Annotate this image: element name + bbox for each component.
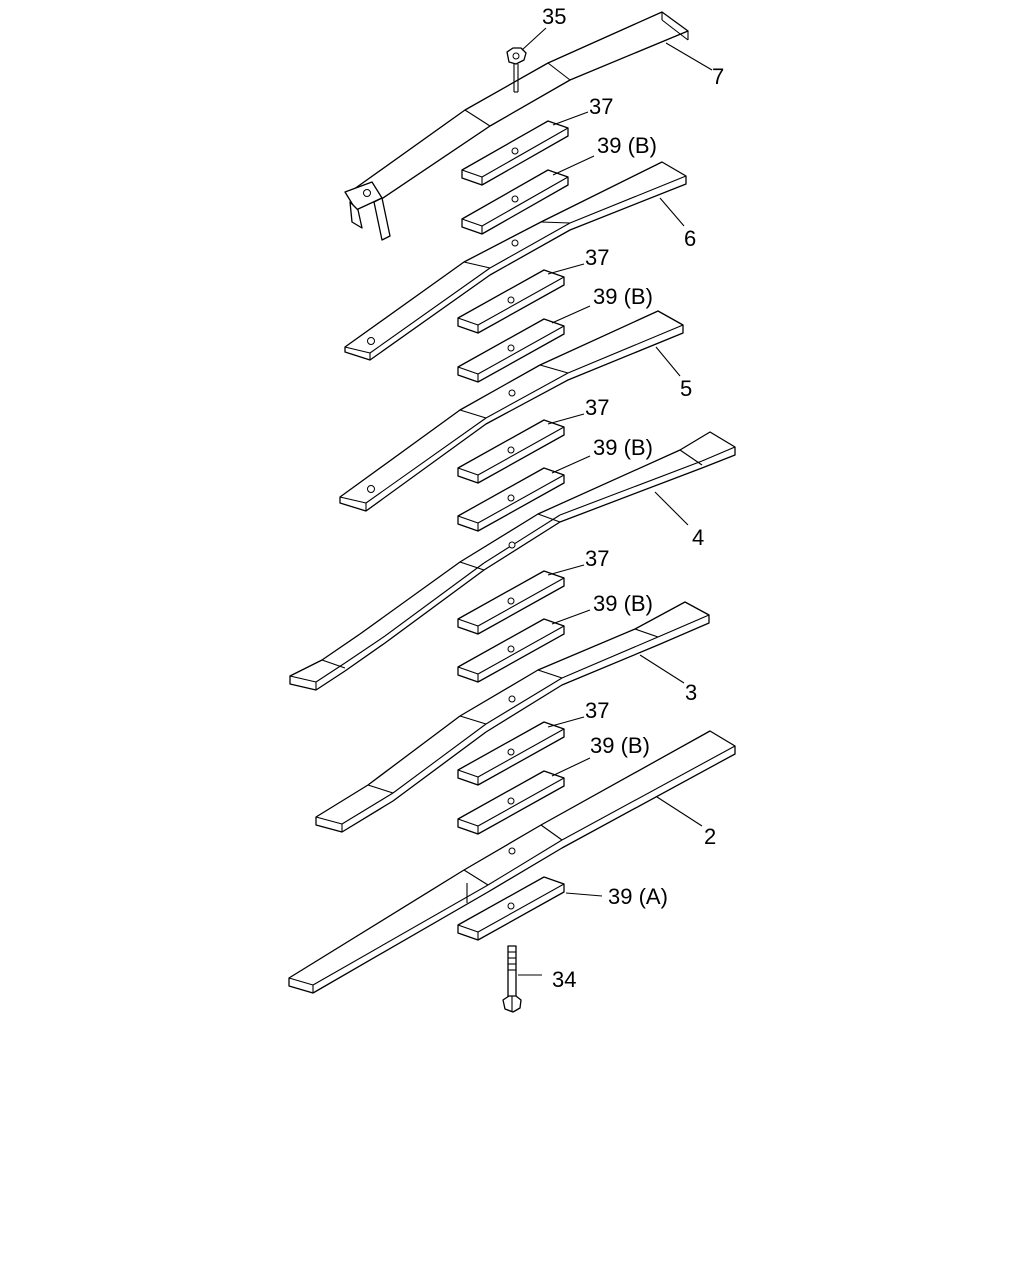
pad-37-e: [457, 721, 565, 786]
callout-4: 4: [692, 525, 704, 550]
spring-leaf-6: [344, 161, 687, 361]
callout-34: 34: [552, 967, 576, 992]
callout-3: 3: [685, 680, 697, 705]
callout-39b-d: 39 (B): [593, 591, 653, 616]
callout-39b-e: 39 (B): [590, 733, 650, 758]
pad-37-a: [461, 120, 569, 186]
pad-37-b: [457, 269, 565, 334]
callout-2: 2: [704, 824, 716, 849]
pad-39b-a: [461, 169, 569, 235]
callout-37-d: 37: [585, 546, 609, 571]
pad-39a: [457, 876, 565, 941]
callout-35: 35: [542, 4, 566, 29]
pad-37-d: [457, 570, 565, 635]
callout-37-e: 37: [585, 698, 609, 723]
callout-5: 5: [680, 376, 692, 401]
callout-39a: 39 (A): [608, 884, 668, 909]
pad-39b-b: [457, 318, 565, 383]
nut-35: [506, 47, 527, 93]
callout-39b-b: 39 (B): [593, 284, 653, 309]
pad-37-c: [457, 419, 565, 484]
callout-39b-c: 39 (B): [593, 435, 653, 460]
center-bolt-34: [502, 945, 522, 1013]
callout-39b-a: 39 (B): [597, 133, 657, 158]
pad-39b-d: [457, 618, 565, 683]
leader-lines: [518, 27, 713, 976]
callout-37-b: 37: [585, 245, 609, 270]
spring-leaf-5: [339, 310, 684, 512]
spring-leaf-7: [344, 11, 689, 241]
pad-39b-e: [457, 770, 565, 835]
spring-leaf-4: [289, 431, 736, 691]
callout-7: 7: [712, 64, 724, 89]
pad-39b-c: [457, 467, 565, 532]
spring-leaf-3: [315, 601, 710, 833]
spring-leaf-2: [288, 730, 736, 994]
callout-37-a: 37: [589, 94, 613, 119]
callout-37-c: 37: [585, 395, 609, 420]
callout-6: 6: [684, 226, 696, 251]
